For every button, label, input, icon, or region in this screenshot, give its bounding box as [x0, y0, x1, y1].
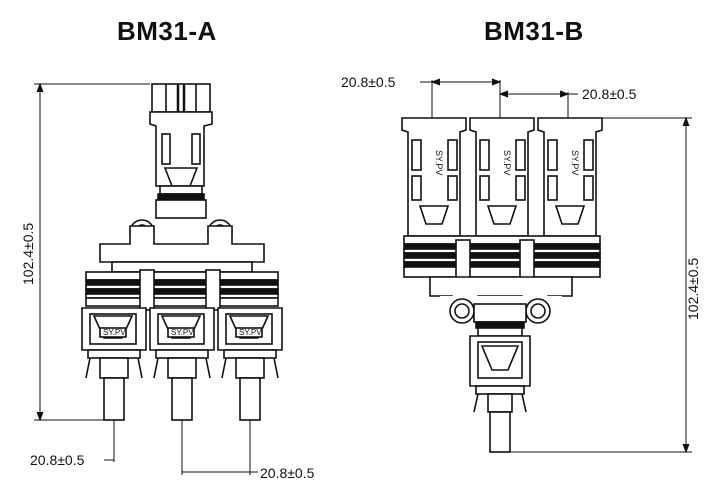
- bm31-b-drawing: [401, 117, 603, 453]
- bm31-a-brand-2: SY.PV: [171, 328, 194, 337]
- bm31-b-input-2: [469, 117, 535, 237]
- bm31-b-height-dimension: 102.4±0.5: [685, 258, 701, 320]
- bm31-a-dimension-lines: [34, 82, 258, 475]
- bm31-b-title: BM31-B: [484, 16, 584, 46]
- bm31-a-height-dimension: 102.4±0.5: [20, 223, 36, 285]
- bm31-a-output-1: [81, 307, 147, 421]
- bm31-a-brand-1: SY.PV: [103, 328, 126, 337]
- bm31-a-drawing: [81, 83, 283, 421]
- bm31-a-pitch-dimension-left: 20.8±0.5: [30, 452, 85, 468]
- bm31-b-bolt-right: [525, 298, 551, 324]
- bm31-a-brand-3: SY.PV: [239, 328, 262, 337]
- bm31-b-brand-3: SY.PV: [570, 150, 580, 175]
- bm31-a-branch-body: [85, 225, 279, 311]
- bm31-b-input-3: [537, 117, 603, 237]
- bm31-b-brand-2: SY.PV: [502, 150, 512, 175]
- bm31-a-pitch-dimension-right: 20.8±0.5: [260, 465, 315, 481]
- bm31-b-output-cable: [489, 411, 511, 453]
- bm31-b-output-connector: [469, 303, 531, 413]
- bm31-b-input-1: [401, 117, 467, 237]
- bm31-a-input-connector: [149, 111, 213, 219]
- bm31-b-brand-1: SY.PV: [434, 150, 444, 175]
- bm31-b-pitch-dimension-left: 20.8±0.5: [341, 74, 396, 90]
- bm31-b-dimension-lines: [420, 78, 692, 454]
- bm31-a-output-2: [149, 307, 215, 421]
- bm31-b-bolt-left: [449, 298, 475, 324]
- bm31-b-pitch-dimension-right: 20.8±0.5: [582, 86, 637, 102]
- bm31-a-title: BM31-A: [117, 16, 217, 46]
- bm31-a-output-3: [217, 307, 283, 421]
